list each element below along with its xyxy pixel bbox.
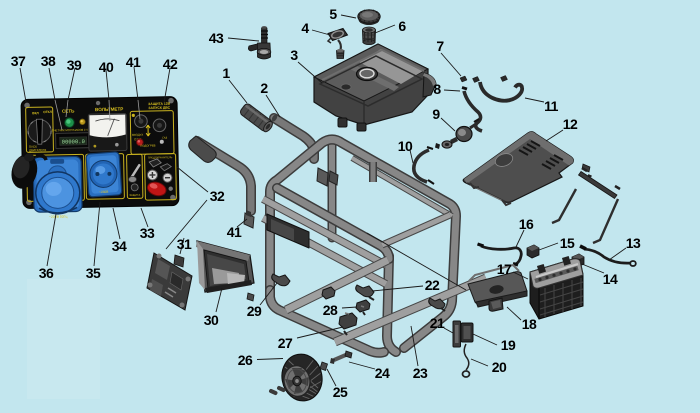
svg-text:8: 8 xyxy=(433,81,441,97)
svg-text:36: 36 xyxy=(39,265,54,281)
svg-text:17: 17 xyxy=(497,261,512,277)
svg-text:3: 3 xyxy=(290,47,298,63)
svg-text:ГАЗ: ГАЗ xyxy=(162,136,167,140)
svg-text:33: 33 xyxy=(140,225,155,241)
svg-text:18: 18 xyxy=(522,316,537,332)
svg-text:41: 41 xyxy=(227,224,242,240)
svg-text:00000.0: 00000.0 xyxy=(62,138,85,145)
svg-text:32: 32 xyxy=(210,188,225,204)
svg-text:43: 43 xyxy=(209,30,224,46)
svg-text:11: 11 xyxy=(544,98,559,114)
svg-text:25: 25 xyxy=(333,384,348,400)
svg-text:30: 30 xyxy=(204,312,219,328)
svg-text:ВКЛ: ВКЛ xyxy=(32,111,39,115)
svg-text:15: 15 xyxy=(560,235,575,251)
svg-text:10: 10 xyxy=(398,138,413,154)
svg-text:23: 23 xyxy=(413,365,428,381)
svg-text:12: 12 xyxy=(563,116,578,132)
svg-text:41: 41 xyxy=(126,54,141,70)
svg-text:9: 9 xyxy=(432,106,440,122)
svg-text:2: 2 xyxy=(260,80,268,96)
svg-text:35: 35 xyxy=(86,265,101,281)
svg-text:19: 19 xyxy=(501,337,516,353)
svg-text:ОТКЛ: ОТКЛ xyxy=(43,110,52,114)
svg-text:20: 20 xyxy=(492,359,507,375)
svg-text:40: 40 xyxy=(99,59,114,75)
svg-text:~230В 50Гц: ~230В 50Гц xyxy=(49,215,68,219)
svg-text:ПРЕДОХРАНИТЕЛЬ: ПРЕДОХРАНИТЕЛЬ xyxy=(148,155,173,159)
svg-text:~230В: ~230В xyxy=(99,190,108,194)
svg-text:ПУСК: ПУСК xyxy=(29,145,37,149)
svg-text:24: 24 xyxy=(375,365,390,381)
svg-text:34: 34 xyxy=(112,238,127,254)
svg-text:ЗАЩИТА 12В: ЗАЩИТА 12В xyxy=(148,102,171,106)
svg-text:ВОЗДУХ: ВОЗДУХ xyxy=(132,133,143,137)
svg-text:4: 4 xyxy=(301,20,309,36)
svg-text:ДВИГАТЕЛЯ: ДВИГАТЕЛЯ xyxy=(29,148,46,152)
svg-text:13: 13 xyxy=(626,235,641,251)
svg-text:ЗАЩИТА: ЗАЩИТА xyxy=(129,193,140,197)
svg-text:1: 1 xyxy=(222,65,230,81)
svg-text:26: 26 xyxy=(238,352,253,368)
svg-text:27: 27 xyxy=(278,335,293,351)
svg-text:37: 37 xyxy=(11,53,26,69)
svg-text:21: 21 xyxy=(430,315,445,331)
svg-text:39: 39 xyxy=(67,57,82,73)
svg-text:42: 42 xyxy=(163,56,178,72)
svg-text:6: 6 xyxy=(398,18,406,34)
svg-text:14: 14 xyxy=(603,271,618,287)
svg-text:38: 38 xyxy=(41,53,56,69)
svg-text:СЧЕТЧИК МОТОЧАСОВ 1Ч: СЧЕТЧИК МОТОЧАСОВ 1Ч xyxy=(52,128,88,133)
svg-text:31: 31 xyxy=(177,236,192,252)
svg-text:22: 22 xyxy=(425,277,440,293)
svg-text:ЗАПУСК ДВС: ЗАПУСК ДВС xyxy=(148,106,170,110)
svg-text:5: 5 xyxy=(329,6,337,22)
svg-text:7: 7 xyxy=(436,38,444,54)
svg-text:28: 28 xyxy=(323,302,338,318)
svg-text:29: 29 xyxy=(247,303,262,319)
svg-text:ПОДОГРЕВ: ПОДОГРЕВ xyxy=(140,143,156,147)
svg-text:16: 16 xyxy=(519,216,534,232)
svg-text:СЕТЬ: СЕТЬ xyxy=(62,108,75,113)
